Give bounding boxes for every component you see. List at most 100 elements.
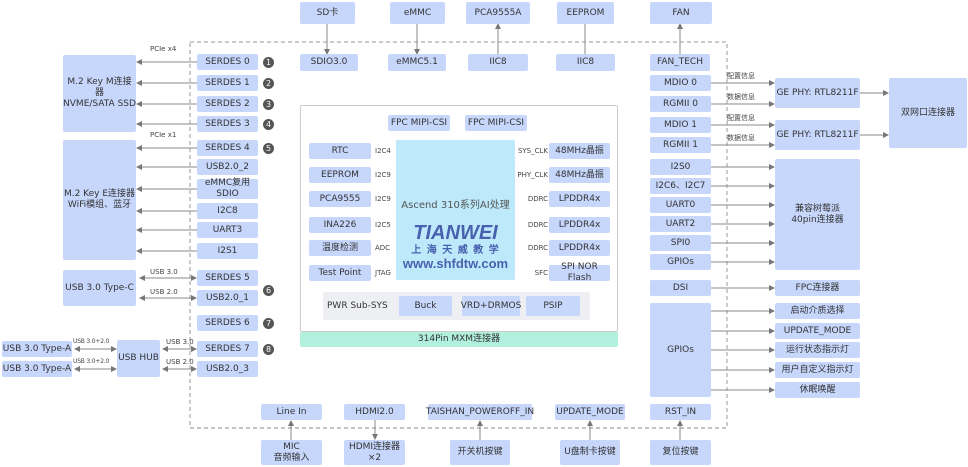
mxm-connector: 314Pin MXM连接器 bbox=[300, 332, 618, 347]
soc-peripheral: INA226 bbox=[309, 217, 371, 233]
top-iface: eMMC5.1 bbox=[388, 54, 446, 71]
soc-peripheral: LPDDR4x bbox=[549, 217, 610, 233]
left-port: USB2.0_1 bbox=[197, 290, 258, 306]
bus-label: JTAG bbox=[375, 269, 391, 277]
right-port: MDIO 0 bbox=[650, 75, 711, 91]
number-badge: 1 bbox=[263, 57, 274, 68]
line-label: USB 3.0 bbox=[166, 338, 194, 346]
bus-label: I2C5 bbox=[375, 221, 391, 229]
gpio-target: 启动介质选择 bbox=[775, 303, 860, 319]
line-label: 配置信息 bbox=[727, 72, 755, 80]
line-label: USB 3.0 bbox=[150, 268, 178, 276]
bottom-button: 复位按键 bbox=[650, 440, 711, 465]
gpio-target: 运行状态指示灯 bbox=[775, 342, 860, 358]
left-port: SERDES 4 bbox=[197, 140, 258, 156]
top-box: FAN bbox=[650, 2, 712, 24]
pwr-item: Buck bbox=[399, 296, 452, 316]
right-port: RGMII 1 bbox=[650, 137, 711, 153]
gpio-target: 用户自定义指示灯 bbox=[775, 362, 860, 378]
line-label: 配置信息 bbox=[727, 114, 755, 122]
number-badge: 5 bbox=[263, 143, 274, 154]
top-box: eMMC bbox=[390, 2, 445, 24]
bus-label: DDRC bbox=[527, 195, 548, 203]
left-port: I2C8 bbox=[197, 203, 258, 219]
top-box: EEPROM bbox=[557, 2, 614, 24]
bus-label: I2C4 bbox=[375, 147, 391, 155]
soc-peripheral: RTC bbox=[309, 143, 371, 159]
usb-type-c: USB 3.0 Type-C bbox=[63, 270, 136, 306]
bottom-button: 开关机按键 bbox=[450, 440, 510, 465]
soc-peripheral: SPI NOR Flash bbox=[549, 262, 610, 283]
line-label: USB 2.0 bbox=[150, 288, 178, 296]
dual-ethernet-connector: 双网口连接器 bbox=[889, 78, 967, 148]
top-box: PCA9555A bbox=[466, 2, 530, 24]
fpc-connector: FPC连接器 bbox=[775, 280, 860, 296]
left-port: USB2.0_3 bbox=[197, 361, 258, 377]
bus-label: DDRC bbox=[527, 244, 548, 252]
gpio-target: UPDATE_MODE bbox=[775, 323, 860, 339]
left-port: SERDES 7 bbox=[197, 341, 258, 357]
soc-peripheral: LPDDR4x bbox=[549, 191, 610, 207]
top-iface: IIC8 bbox=[556, 54, 615, 71]
bottom-iface: HDMI2.0 bbox=[344, 404, 405, 420]
number-badge: 6 bbox=[263, 285, 274, 296]
left-port: USB2.0_2 bbox=[197, 159, 258, 175]
bottom-iface: TAISHAN_POWEROFF_IN bbox=[426, 404, 534, 420]
right-port: I2C6、I2C7 bbox=[650, 178, 711, 194]
number-badge: 4 bbox=[263, 119, 274, 130]
number-badge: 3 bbox=[263, 99, 274, 110]
number-badge: 8 bbox=[263, 344, 274, 355]
soc-peripheral: 48MHz晶振 bbox=[549, 167, 610, 183]
right-port: UART0 bbox=[650, 197, 711, 213]
bus-label: DDRC bbox=[527, 221, 548, 229]
soc-peripheral: EEPROM bbox=[309, 167, 371, 183]
right-port: GPIOs bbox=[650, 254, 711, 270]
raspberry-pi-40pin-connector: 兼容树莓派 40pin连接器 bbox=[775, 159, 860, 270]
right-port: RST_IN bbox=[650, 404, 711, 420]
m2-key-m-connector: M.2 Key M连接器 NVME/SATA SSD bbox=[63, 55, 136, 132]
line-label: USB 3.0+2.0 bbox=[73, 358, 110, 365]
right-port: GPIOs bbox=[650, 303, 711, 397]
soc-peripheral: 温度检测 bbox=[309, 240, 371, 256]
fpc-mipi-csi: FPC MIPI-CSI bbox=[388, 115, 450, 131]
bus-label: SYS_CLK bbox=[517, 147, 548, 155]
top-iface: SDIO3.0 bbox=[300, 54, 358, 71]
line-label: PCIe x1 bbox=[150, 131, 177, 139]
left-port: SERDES 3 bbox=[197, 116, 258, 132]
ai-processor-chip: Ascend 310系列AI处理 bbox=[396, 140, 515, 280]
left-port: UART3 bbox=[197, 222, 258, 238]
line-label: USB 2.0 bbox=[166, 358, 194, 366]
bus-label: ADC bbox=[375, 244, 391, 252]
bus-label: I2C9 bbox=[375, 195, 391, 203]
line-label: 数据信息 bbox=[727, 93, 755, 101]
line-label: PCIe x4 bbox=[150, 45, 177, 53]
bottom-iface: Line In bbox=[261, 404, 322, 420]
soc-peripheral: Test Point bbox=[309, 265, 371, 281]
top-iface: FAN_TECH bbox=[650, 54, 710, 71]
left-port: SERDES 0 bbox=[197, 54, 258, 70]
bottom-button: HDMI连接器 ×2 bbox=[344, 440, 405, 465]
right-port: MDIO 1 bbox=[650, 117, 711, 133]
left-port: SERDES 2 bbox=[197, 96, 258, 112]
right-port: I2S0 bbox=[650, 159, 711, 175]
pwr-item: VRD+DRMOS bbox=[461, 296, 521, 316]
top-box: SD卡 bbox=[300, 2, 355, 24]
soc-peripheral: PCA9555 bbox=[309, 191, 371, 207]
number-badge: 2 bbox=[263, 78, 274, 89]
ge-phy: GE PHY: RTL8211F bbox=[775, 78, 860, 108]
right-port: DSI bbox=[650, 280, 711, 296]
top-iface: IIC8 bbox=[468, 54, 528, 71]
line-label: USB 3.0+2.0 bbox=[73, 338, 110, 345]
left-port: SERDES 6 bbox=[197, 315, 258, 331]
soc-peripheral: 48MHz晶振 bbox=[549, 143, 610, 159]
usb-type-a: USB 3.0 Type-A bbox=[2, 361, 72, 377]
bottom-button: MIC 音频输入 bbox=[261, 440, 322, 465]
fpc-mipi-csi: FPC MIPI-CSI bbox=[465, 115, 527, 131]
bus-label: PHY_CLK bbox=[517, 171, 548, 179]
bus-label: I2C9 bbox=[375, 171, 391, 179]
pwr-item: PSIP bbox=[526, 296, 580, 316]
gpio-target: 休眠唤醒 bbox=[775, 382, 860, 398]
left-port: eMMC复用 SDIO bbox=[197, 178, 258, 199]
soc-peripheral: LPDDR4x bbox=[549, 240, 610, 256]
